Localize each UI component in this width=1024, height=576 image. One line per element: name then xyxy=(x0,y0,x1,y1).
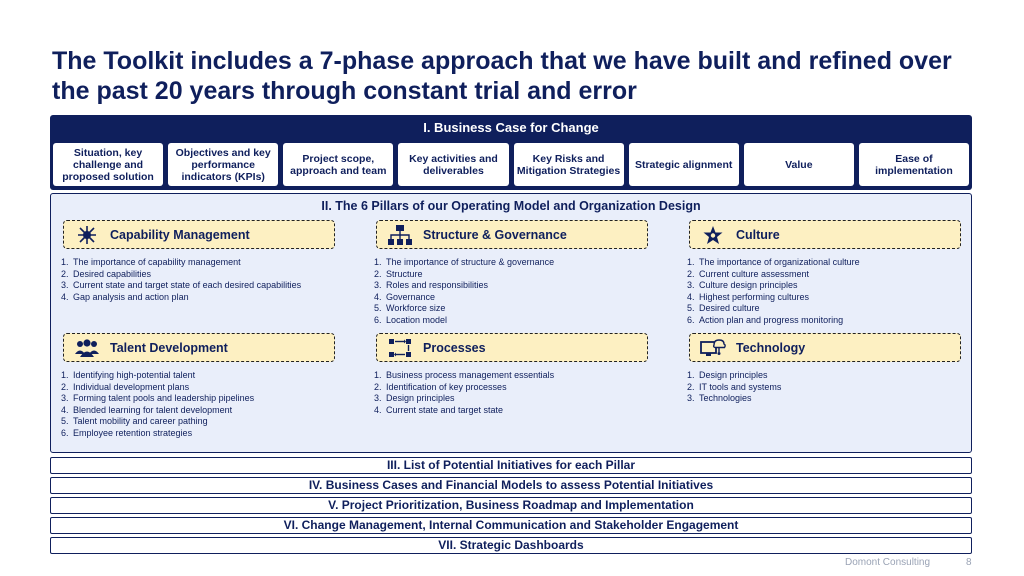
list-item: The importance of capability management xyxy=(71,257,311,269)
phase-1-item: Objectives and key performance indicator… xyxy=(168,143,279,186)
phase-2-title: II. The 6 Pillars of our Operating Model… xyxy=(321,199,701,213)
pillar-list-structure: The importance of structure & governance… xyxy=(370,257,634,326)
pillar-label: Talent Development xyxy=(110,340,228,355)
page-number: 8 xyxy=(966,557,972,568)
pillar-list-talent: Identifying high-potential talent Indivi… xyxy=(57,370,331,439)
pillar-label: Culture xyxy=(736,227,780,242)
list-item: Location model xyxy=(384,315,634,327)
pillar-structure-governance: Structure & Governance xyxy=(376,220,648,249)
list-item: Talent mobility and career pathing xyxy=(71,416,331,428)
list-item: Business process management essentials xyxy=(384,370,634,382)
pillar-label: Processes xyxy=(423,340,486,355)
org-chart-icon xyxy=(387,224,413,245)
list-item: Workforce size xyxy=(384,303,634,315)
list-item: Current state and target state xyxy=(384,405,634,417)
pillar-technology: Technology xyxy=(689,333,961,362)
phase-1-item: Key activities and deliverables xyxy=(398,143,509,186)
phase-7-bar: VII. Strategic Dashboards xyxy=(50,537,972,554)
list-item: Design principles xyxy=(697,370,947,382)
pillar-processes: Processes xyxy=(376,333,648,362)
list-item: Action plan and progress monitoring xyxy=(697,315,957,327)
pillar-list-capability: The importance of capability management … xyxy=(57,257,311,303)
pillar-label: Structure & Governance xyxy=(423,227,567,242)
list-item: Technologies xyxy=(697,393,947,405)
pillar-label: Capability Management xyxy=(110,227,250,242)
footer-company: Domont Consulting xyxy=(845,557,931,568)
phase-5-bar: V. Project Prioritization, Business Road… xyxy=(50,497,972,514)
list-item: Governance xyxy=(384,292,634,304)
list-item: Identification of key processes xyxy=(384,382,634,394)
list-item: The importance of structure & governance xyxy=(384,257,634,269)
starburst-icon xyxy=(74,225,100,245)
phase-1-item: Situation, key challenge and proposed so… xyxy=(53,143,164,186)
list-item: The importance of organizational culture xyxy=(697,257,957,269)
list-item: Desired culture xyxy=(697,303,957,315)
list-item: Current state and target state of each d… xyxy=(71,280,311,292)
list-item: Roles and responsibilities xyxy=(384,280,634,292)
pillar-list-processes: Business process management essentials I… xyxy=(370,370,634,416)
phase-4-bar: IV. Business Cases and Financial Models … xyxy=(50,477,972,494)
phase-1-items: Situation, key challenge and proposed so… xyxy=(53,143,969,186)
phase-1-item: Value xyxy=(743,143,854,186)
list-item: Highest performing cultures xyxy=(697,292,957,304)
phase-6-bar: VI. Change Management, Internal Communic… xyxy=(50,517,972,534)
list-item: Individual development plans xyxy=(71,382,331,394)
list-item: Identifying high-potential talent xyxy=(71,370,331,382)
list-item: Culture design principles xyxy=(697,280,957,292)
pillar-list-culture: The importance of organizational culture… xyxy=(683,257,957,326)
people-group-icon xyxy=(74,338,100,358)
list-item: Structure xyxy=(384,269,634,281)
slide-title: The Toolkit includes a 7-phase approach … xyxy=(52,47,952,105)
phase-1-panel: I. Business Case for Change Situation, k… xyxy=(50,115,972,190)
phase-1-item: Project scope, approach and team xyxy=(283,143,394,186)
phase-3-bar: III. List of Potential Initiatives for e… xyxy=(50,457,972,474)
pillar-culture: Culture xyxy=(689,220,961,249)
cloud-computer-icon xyxy=(700,338,726,358)
list-item: Employee retention strategies xyxy=(71,428,331,440)
pillar-talent-development: Talent Development xyxy=(63,333,335,362)
culture-star-icon xyxy=(700,225,726,245)
pillar-list-technology: Design principles IT tools and systems T… xyxy=(683,370,947,405)
list-item: Current culture assessment xyxy=(697,269,957,281)
process-flow-icon xyxy=(387,338,413,358)
list-item: Blended learning for talent development xyxy=(71,405,331,417)
list-item: Desired capabilities xyxy=(71,269,311,281)
list-item: Design principles xyxy=(384,393,634,405)
phase-1-item: Ease of implementation xyxy=(858,143,969,186)
pillar-label: Technology xyxy=(736,340,806,355)
phase-1-title: I. Business Case for Change xyxy=(423,120,599,135)
list-item: IT tools and systems xyxy=(697,382,947,394)
phase-2-panel: II. The 6 Pillars of our Operating Model… xyxy=(50,193,972,453)
list-item: Forming talent pools and leadership pipe… xyxy=(71,393,331,405)
phase-1-item: Key Risks and Mitigation Strategies xyxy=(513,143,624,186)
phase-1-item: Strategic alignment xyxy=(628,143,739,186)
pillar-capability-management: Capability Management xyxy=(63,220,335,249)
list-item: Gap analysis and action plan xyxy=(71,292,311,304)
